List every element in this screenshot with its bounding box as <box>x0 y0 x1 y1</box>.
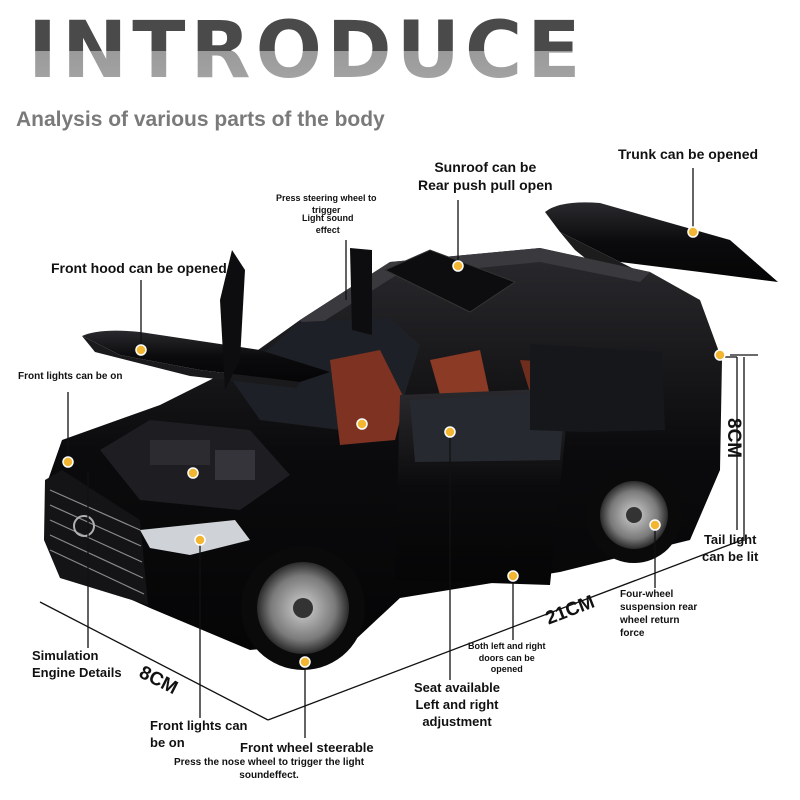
front-lights-top-callout: Front lights can be on <box>18 371 123 382</box>
callout-lines <box>67 168 738 738</box>
front-lights-bottom-callout: Front lights can be on <box>150 718 248 750</box>
front-hood-callout: Front hood can be opened <box>51 260 227 276</box>
dimension-lines <box>39 354 758 721</box>
steering-callout: Press steering wheel to trigger <box>276 193 377 215</box>
height-dimension-label: 8CM <box>723 418 744 459</box>
front-wheel-callout: Front wheel steerable <box>240 740 374 755</box>
front-wheel <box>241 546 365 670</box>
front-grille <box>44 470 148 605</box>
four-wheel-callout: Four-wheel suspension rear wheel return … <box>620 589 698 639</box>
rear-door <box>530 344 665 432</box>
seat-callout: Seat available Left and right adjustment <box>414 680 500 729</box>
page-subtitle: Analysis of various parts of the body <box>16 108 385 131</box>
doors-callout: Both left and right doors can be opened <box>468 641 546 675</box>
front-hood <box>82 330 330 382</box>
interior-seats <box>330 350 405 445</box>
marker-dots <box>62 226 726 668</box>
trunk-callout: Trunk can be opened <box>618 146 759 162</box>
tail-light-callout: Tail light can be lit <box>702 532 759 564</box>
rear-wheel <box>586 467 682 563</box>
light-sound-callout: Light sound effect <box>302 213 354 235</box>
sunroof-panel <box>383 249 517 313</box>
trunk-lid <box>545 202 778 282</box>
engine-callout: Simulation Engine Details <box>32 648 122 680</box>
sunroof-callout: Sunroof can be Rear push pull open <box>418 159 553 194</box>
page-title: INTRODUCE <box>28 6 586 96</box>
front-door <box>220 250 245 390</box>
nose-wheel-callout: Press the nose wheel to trigger the ligh… <box>174 757 365 781</box>
